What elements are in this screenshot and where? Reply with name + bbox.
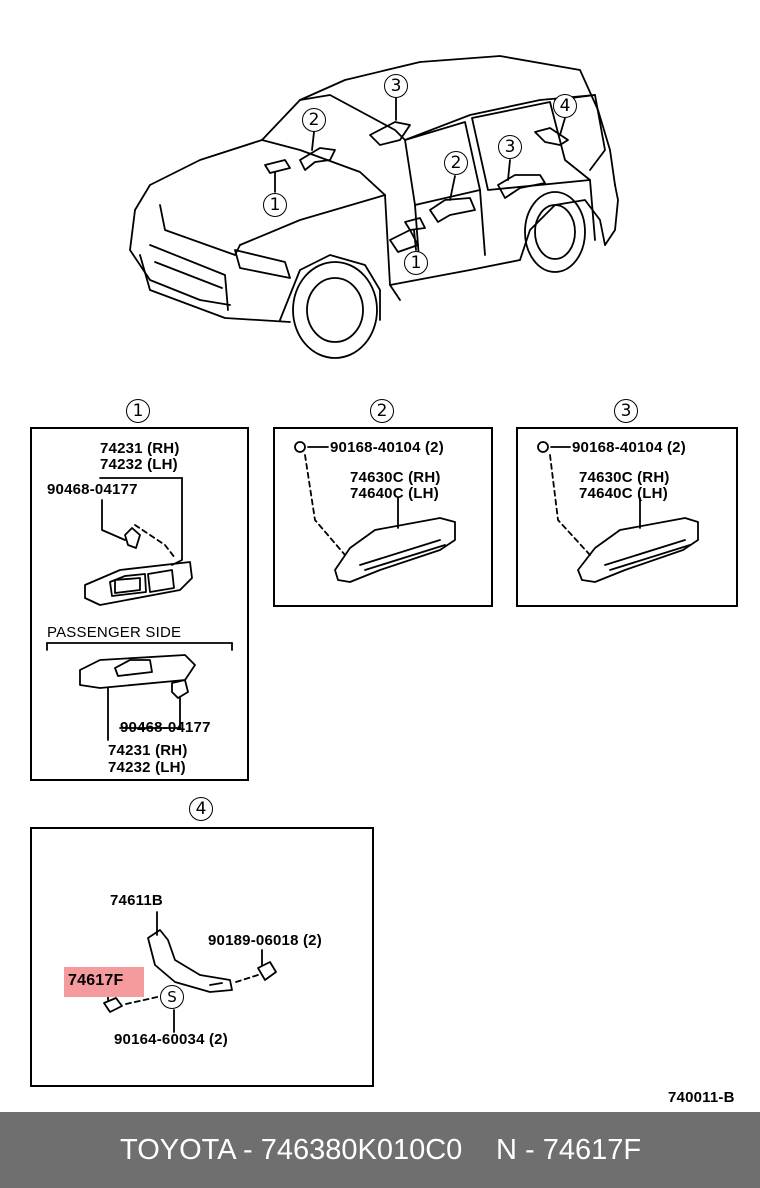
panel3-screw-label[interactable]: 90168-40104 (2) — [572, 439, 686, 456]
callout-1-overview-door[interactable]: 1 — [404, 251, 428, 275]
panel1-screw-label[interactable]: 90468-04177 — [47, 481, 138, 498]
callout-2-overview-door[interactable]: 2 — [444, 151, 468, 175]
panel4-bolt-label[interactable]: 90189-06018 (2) — [208, 932, 322, 949]
footer-ref: N - 74617F — [496, 1134, 642, 1166]
callout-4-overview[interactable]: 4 — [553, 94, 577, 118]
panel1-art — [46, 477, 233, 741]
callout-1-overview-dash[interactable]: 1 — [263, 193, 287, 217]
footer-bar — [0, 1112, 760, 1188]
panel3-art — [537, 441, 699, 583]
panel1-rh2-label[interactable]: 74231 (RH) — [108, 742, 188, 759]
panel2-art — [294, 441, 456, 583]
vehicle-illustration — [129, 55, 619, 359]
callout-3-overview-door[interactable]: 3 — [498, 135, 522, 159]
panel2-frame — [273, 427, 493, 607]
panel4-clip-label[interactable]: 90164-60034 (2) — [114, 1031, 228, 1048]
panel2-number[interactable]: 2 — [370, 399, 394, 423]
panel1-rh-label[interactable]: 74231 (RH) — [100, 440, 180, 457]
panel4-grip-label[interactable]: 74611B — [110, 892, 163, 909]
panel3-rh-label[interactable]: 74630C (RH) — [579, 469, 670, 486]
panel1-frame — [30, 427, 249, 781]
panel1-number[interactable]: 1 — [126, 399, 150, 423]
panel4-number[interactable]: 4 — [189, 797, 213, 821]
panel2-rh-label[interactable]: 74630C (RH) — [350, 469, 441, 486]
panel2-screw-label[interactable]: 90168-40104 (2) — [330, 439, 444, 456]
passenger-side-label: PASSENGER SIDE — [47, 624, 182, 641]
panel3-number[interactable]: 3 — [614, 399, 638, 423]
panel4-frame — [30, 827, 374, 1087]
panel4-cap-label-selected[interactable]: 74617F — [68, 972, 124, 989]
selected-part-highlight — [64, 967, 144, 997]
panel1-screw2-label[interactable]: 90468-04177 — [120, 719, 211, 736]
panel3-lh-label[interactable]: 74640C (LH) — [579, 485, 668, 502]
panel1-lh-label[interactable]: 74232 (LH) — [100, 456, 178, 473]
panel1-lh2-label[interactable]: 74232 (LH) — [108, 759, 186, 776]
footer-part-number: TOYOTA - 746380K010C0 — [120, 1134, 463, 1166]
callout-3-overview[interactable]: 3 — [384, 74, 408, 98]
diagram-code: 740011-B — [668, 1089, 735, 1106]
panel3-frame — [516, 427, 738, 607]
callout-2-overview[interactable]: 2 — [302, 108, 326, 132]
s-mark-icon: S — [160, 985, 184, 1009]
panel2-lh-label[interactable]: 74640C (LH) — [350, 485, 439, 502]
